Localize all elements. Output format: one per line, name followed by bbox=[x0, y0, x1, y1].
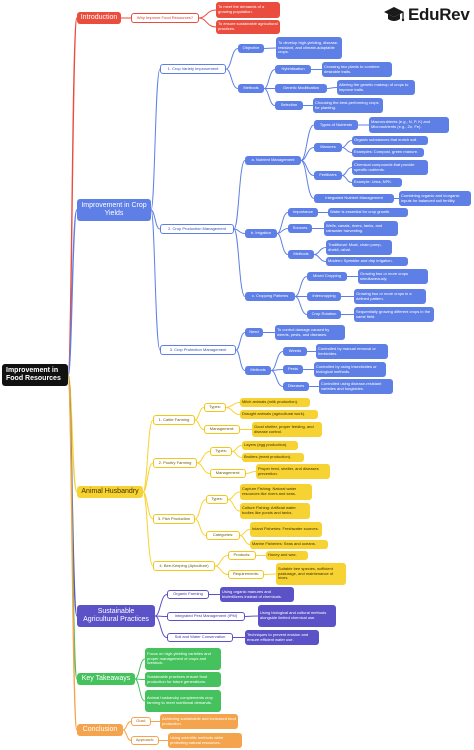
topic-crop-yields[interactable]: Improvement in Crop Yields bbox=[77, 199, 151, 221]
variety-objective-text[interactable]: To develop high-yielding, disease-resist… bbox=[276, 37, 342, 59]
brand-logo[interactable]: EduRev bbox=[383, 3, 471, 27]
variety-objective[interactable]: Objective bbox=[238, 44, 264, 53]
irrigation-importance-text[interactable]: Water is essential for crop growth. bbox=[328, 208, 408, 217]
bee-requirements-text[interactable]: Suitable bee species, sufficient pastura… bbox=[276, 563, 346, 585]
takeaway-2[interactable]: Sustainable practices ensure food produc… bbox=[145, 672, 221, 687]
crop-protection-management[interactable]: 3. Crop Protection Management bbox=[160, 345, 236, 355]
genetic-text[interactable]: Altering the genetic makeup of crops to … bbox=[337, 80, 415, 95]
fertilizers-text-1[interactable]: Chemical compounds that provide specific… bbox=[352, 160, 428, 175]
hybridisation-text[interactable]: Crossing two plants to combine desirable… bbox=[322, 62, 392, 77]
fish-type-2[interactable]: Culture Fishing: Artificial water bodies… bbox=[240, 503, 310, 519]
takeaway-1[interactable]: Focus on high-yielding varieties and pro… bbox=[145, 648, 221, 670]
manures-text-2[interactable]: Examples: Compost, green manure. bbox=[352, 148, 424, 157]
diseases-text[interactable]: Controlled using disease-resistant varie… bbox=[319, 379, 393, 394]
cattle-types[interactable]: Types: bbox=[204, 403, 226, 412]
fertilizers[interactable]: Fertilizers bbox=[314, 171, 342, 180]
soil-water-text[interactable]: Techniques to prevent erosion and ensure… bbox=[245, 630, 319, 645]
poultry-farming[interactable]: 2. Poultry Farming bbox=[153, 458, 197, 468]
topic-sustainable-practices[interactable]: Sustainable Agricultural Practices bbox=[77, 605, 155, 627]
integrated-pest-management[interactable]: Integrated Pest Management (IPM) bbox=[167, 612, 245, 621]
fish-categories[interactable]: Categories: bbox=[206, 531, 240, 540]
variety-methods[interactable]: Methods bbox=[238, 84, 264, 93]
fertilizers-text-2[interactable]: Example: Urea, NPK. bbox=[352, 178, 402, 187]
protection-need-text[interactable]: To control damage caused by weeds, pests… bbox=[275, 325, 345, 340]
manures-text-1[interactable]: Organic substances that enrich soil. bbox=[352, 136, 428, 145]
irrigation-methods-text-2[interactable]: Modern: Sprinkler and drip irrigation. bbox=[326, 257, 408, 266]
topic-introduction[interactable]: Introduction bbox=[77, 12, 121, 24]
crop-rotation-text[interactable]: Sequentially growing different crops in … bbox=[354, 307, 434, 322]
cattle-management[interactable]: Management: bbox=[204, 425, 240, 434]
irrigation[interactable]: b. Irrigation bbox=[245, 229, 277, 238]
ipm-text[interactable]: Using biological and cultural methods al… bbox=[258, 605, 336, 627]
fish-types[interactable]: Types: bbox=[206, 495, 228, 504]
conclusion-goal[interactable]: Goal: bbox=[131, 717, 151, 726]
takeaway-3[interactable]: Animal husbandry complements crop farmin… bbox=[145, 690, 221, 712]
method-genetic-modification[interactable]: Genetic Modification bbox=[275, 84, 327, 93]
bee-products-text[interactable]: Honey and wax. bbox=[266, 551, 308, 560]
bee-requirements[interactable]: Requirements: bbox=[228, 570, 264, 579]
bee-keeping[interactable]: 4. Bee-Keeping (Apiculture) bbox=[153, 561, 215, 571]
pests[interactable]: Pests bbox=[283, 365, 303, 374]
poultry-management[interactable]: Management: bbox=[210, 469, 246, 478]
irrigation-methods[interactable]: Methods bbox=[288, 250, 314, 259]
mixed-cropping-text[interactable]: Growing two or more crops simultaneously… bbox=[358, 269, 428, 284]
protection-methods[interactable]: Methods bbox=[245, 366, 271, 375]
irrigation-sources-text[interactable]: Wells, canals, rivers, tanks, and rainwa… bbox=[324, 221, 398, 236]
topic-key-takeaways[interactable]: Key Takeaways bbox=[77, 673, 135, 685]
root-topic[interactable]: Improvement in Food Resources bbox=[2, 364, 68, 386]
fish-category-1[interactable]: Inland Fisheries: Freshwater sources. bbox=[250, 522, 322, 537]
irrigation-methods-text-1[interactable]: Traditional: Moat, chain pump, dhekli, r… bbox=[326, 240, 392, 255]
integrated-nutrient-management[interactable]: Integrated Nutrient Management bbox=[314, 194, 394, 203]
method-selection[interactable]: Selection bbox=[275, 101, 303, 110]
cropping-patterns[interactable]: c. Cropping Patterns bbox=[245, 292, 295, 301]
conclusion-approach-text[interactable]: Using scientific methods while protectin… bbox=[168, 733, 242, 748]
nutrient-management[interactable]: a. Nutrient Management bbox=[245, 156, 301, 165]
fish-category-2[interactable]: Marine Fisheries: Seas and oceans. bbox=[250, 540, 328, 549]
irrigation-importance[interactable]: Importance bbox=[288, 208, 318, 217]
poultry-management-text[interactable]: Proper feed, shelter, and diseases preve… bbox=[256, 464, 330, 479]
types-of-nutrients-text[interactable]: Macronutrients (e.g., N, P, K) and Micro… bbox=[369, 117, 449, 133]
cattle-type-2[interactable]: Draught animals (agricultural work). bbox=[240, 410, 318, 419]
protection-need[interactable]: Need bbox=[245, 328, 263, 337]
intro-question[interactable]: Why Improve Food Resources? bbox=[131, 13, 199, 23]
crop-rotation[interactable]: Crop Rotation bbox=[307, 310, 341, 319]
conclusion-goal-text[interactable]: Achieving sustainable and increased food… bbox=[160, 714, 238, 729]
intro-answer-2[interactable]: To ensure sustainable agricultural pract… bbox=[216, 20, 280, 34]
irrigation-sources[interactable]: Sources bbox=[288, 224, 312, 233]
diseases[interactable]: Diseases bbox=[283, 382, 309, 391]
weeds[interactable]: Weeds bbox=[283, 347, 307, 356]
topic-animal-husbandry[interactable]: Animal Husbandry bbox=[77, 486, 143, 498]
bee-products[interactable]: Products: bbox=[228, 551, 256, 560]
types-of-nutrients[interactable]: Types of Nutrients bbox=[314, 120, 358, 130]
brand-name: EduRev bbox=[408, 5, 470, 24]
manures[interactable]: Manures bbox=[314, 143, 342, 152]
poultry-type-1[interactable]: Layers (egg production). bbox=[242, 441, 298, 450]
soil-water-conservation[interactable]: Soil and Water Conservation bbox=[167, 633, 233, 642]
intercropping-text[interactable]: Growing two or more crops in a defined p… bbox=[354, 289, 426, 304]
integrated-nutrient-text[interactable]: Combining organic and inorganic inputs f… bbox=[399, 191, 471, 206]
fish-type-1[interactable]: Capture Fishing: Natural water resources… bbox=[240, 484, 312, 500]
poultry-type-2[interactable]: Broilers (meat production). bbox=[242, 453, 304, 462]
conclusion-approach[interactable]: Approach: bbox=[131, 736, 159, 745]
graduation-cap-icon bbox=[383, 4, 405, 26]
intro-answer-1[interactable]: To meet the demands of a growing populat… bbox=[216, 2, 280, 18]
cattle-management-text[interactable]: Good shelter, proper feeding, and diseas… bbox=[252, 422, 322, 437]
crop-variety-improvement[interactable]: 1. Crop Variety Improvement bbox=[160, 64, 226, 74]
intercropping[interactable]: Intercropping bbox=[307, 292, 341, 301]
organic-farming-text[interactable]: Using organic manures and biofertilizers… bbox=[220, 587, 294, 602]
selection-text[interactable]: Choosing the best-performing crops for p… bbox=[313, 98, 383, 113]
weeds-text[interactable]: Controlled by manual removal or herbicid… bbox=[316, 344, 388, 359]
method-hybridisation[interactable]: Hybridisation bbox=[275, 65, 311, 74]
cattle-type-1[interactable]: Milch animals (milk production). bbox=[240, 398, 310, 407]
cattle-farming[interactable]: 1. Cattle Farming bbox=[153, 415, 195, 425]
mixed-cropping[interactable]: Mixed Cropping bbox=[307, 272, 347, 281]
topic-conclusion[interactable]: Conclusion bbox=[77, 724, 123, 736]
crop-production-management[interactable]: 2. Crop Production Management bbox=[160, 224, 234, 234]
fish-production[interactable]: 3. Fish Production bbox=[153, 514, 195, 524]
organic-farming[interactable]: Organic Farming bbox=[167, 590, 209, 599]
pests-text[interactable]: Controlled by using insecticides or biol… bbox=[314, 362, 386, 377]
poultry-types[interactable]: Types: bbox=[210, 447, 232, 456]
